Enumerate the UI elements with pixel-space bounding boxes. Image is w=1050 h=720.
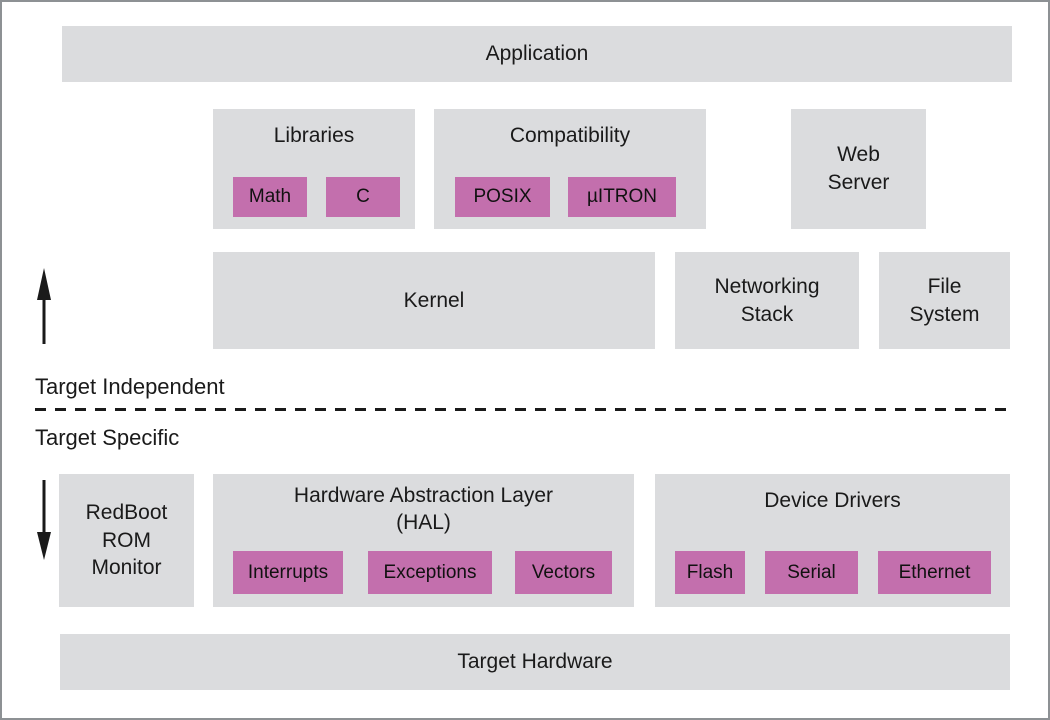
- web-server-box: Web Server: [791, 109, 926, 229]
- networking-stack-label-line2: Stack: [740, 302, 794, 326]
- target-hardware-box: Target Hardware: [60, 634, 1010, 690]
- target-specific-label: Target Specific: [35, 425, 180, 450]
- web-server-label-line2: Server: [827, 171, 890, 194]
- target-hardware-label: Target Hardware: [457, 650, 613, 674]
- device-drivers-title: Device Drivers: [764, 489, 901, 512]
- compatibility-box: Compatibility POSIX µITRON: [434, 109, 706, 229]
- networking-stack-box: Networking Stack: [675, 252, 859, 349]
- kernel-box: Kernel: [213, 252, 655, 349]
- device-drivers-box: Device Drivers Flash Serial Ethernet: [655, 474, 1010, 607]
- target-independent-label: Target Independent: [35, 374, 225, 399]
- web-server-label-line1: Web: [837, 143, 880, 167]
- c-library-chip: C: [326, 177, 400, 217]
- uitron-chip: µITRON: [568, 177, 676, 217]
- flash-driver-chip: Flash: [675, 551, 745, 594]
- application-label: Application: [485, 42, 589, 66]
- redboot-label-line1: RedBoot: [85, 500, 168, 524]
- hal-title-line1: Hardware Abstraction Layer: [293, 484, 554, 507]
- file-system-label-line2: System: [909, 302, 980, 326]
- math-library-chip: Math: [233, 177, 307, 217]
- ethernet-driver-chip: Ethernet: [878, 551, 991, 594]
- target-boundary-dashed-line: [35, 408, 1012, 411]
- interrupts-chip: Interrupts: [233, 551, 343, 594]
- networking-stack-label-line1: Networking: [714, 274, 820, 298]
- application-layer-box: Application: [62, 26, 1012, 82]
- up-arrow-icon: [37, 268, 51, 344]
- kernel-label: Kernel: [403, 288, 465, 312]
- libraries-box: Libraries Math C: [213, 109, 415, 229]
- exceptions-chip: Exceptions: [368, 551, 492, 594]
- libraries-title: Libraries: [273, 124, 355, 147]
- posix-chip: POSIX: [455, 177, 550, 217]
- compatibility-title: Compatibility: [509, 124, 631, 147]
- file-system-label-line1: File: [927, 274, 962, 298]
- down-arrow-icon: [37, 480, 51, 560]
- file-system-box: File System: [879, 252, 1010, 349]
- hal-title-line2: (HAL): [396, 511, 451, 535]
- serial-driver-chip: Serial: [765, 551, 858, 594]
- redboot-label-line2: ROM: [101, 528, 151, 552]
- hal-box: Hardware Abstraction Layer (HAL) Interru…: [213, 474, 634, 607]
- redboot-label-line3: Monitor: [91, 556, 162, 580]
- redboot-rom-monitor-box: RedBoot ROM Monitor: [59, 474, 194, 607]
- vectors-chip: Vectors: [515, 551, 612, 594]
